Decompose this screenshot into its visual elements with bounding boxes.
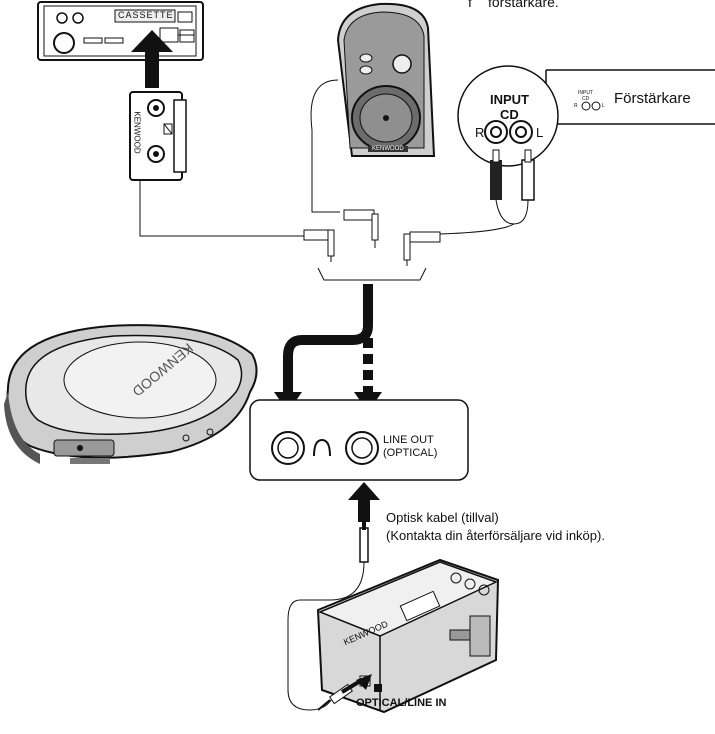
amp-left-label: L	[536, 125, 544, 140]
md-recorder	[316, 558, 500, 714]
optical-line-in-label: OPTICAL/LINE IN	[356, 697, 447, 709]
optical-label: (OPTICAL)	[383, 447, 438, 459]
amplifier-jack-closeup	[439, 65, 559, 235]
amplifier-label: Förstärkare	[614, 90, 691, 107]
amp-input-label: INPUT	[490, 92, 529, 107]
cassette-adapter	[129, 91, 187, 181]
mini-cd-label: CD	[582, 96, 590, 102]
line-out-label: LINE OUT	[383, 434, 434, 446]
top-note-bullet: f	[468, 0, 472, 10]
thick-arrows	[274, 284, 382, 412]
speaker-brand: KENWOOD	[372, 146, 404, 152]
insert-arrow	[131, 30, 173, 88]
cassette-adapter-brand: KENWOOD	[132, 111, 142, 154]
portable-cd-player	[4, 324, 258, 464]
cassette-label: CASSETTE	[118, 10, 174, 20]
top-note: förstärkare.	[488, 0, 559, 10]
audio-cables	[139, 180, 441, 281]
optical-input-plug	[317, 674, 372, 711]
amp-cd-label: CD	[500, 107, 519, 122]
mini-r-label: R	[574, 103, 578, 109]
active-speaker	[310, 2, 436, 213]
mini-input-label: INPUT	[578, 90, 593, 96]
jack-panel	[249, 399, 469, 481]
amp-right-label: R	[475, 125, 485, 140]
optical-cable-line1: Optisk kabel (tillval)	[386, 510, 499, 525]
mini-l-label: L	[602, 103, 605, 109]
optical-cable-line2: (Kontakta din återförsäljare vid inköp).	[386, 528, 605, 543]
